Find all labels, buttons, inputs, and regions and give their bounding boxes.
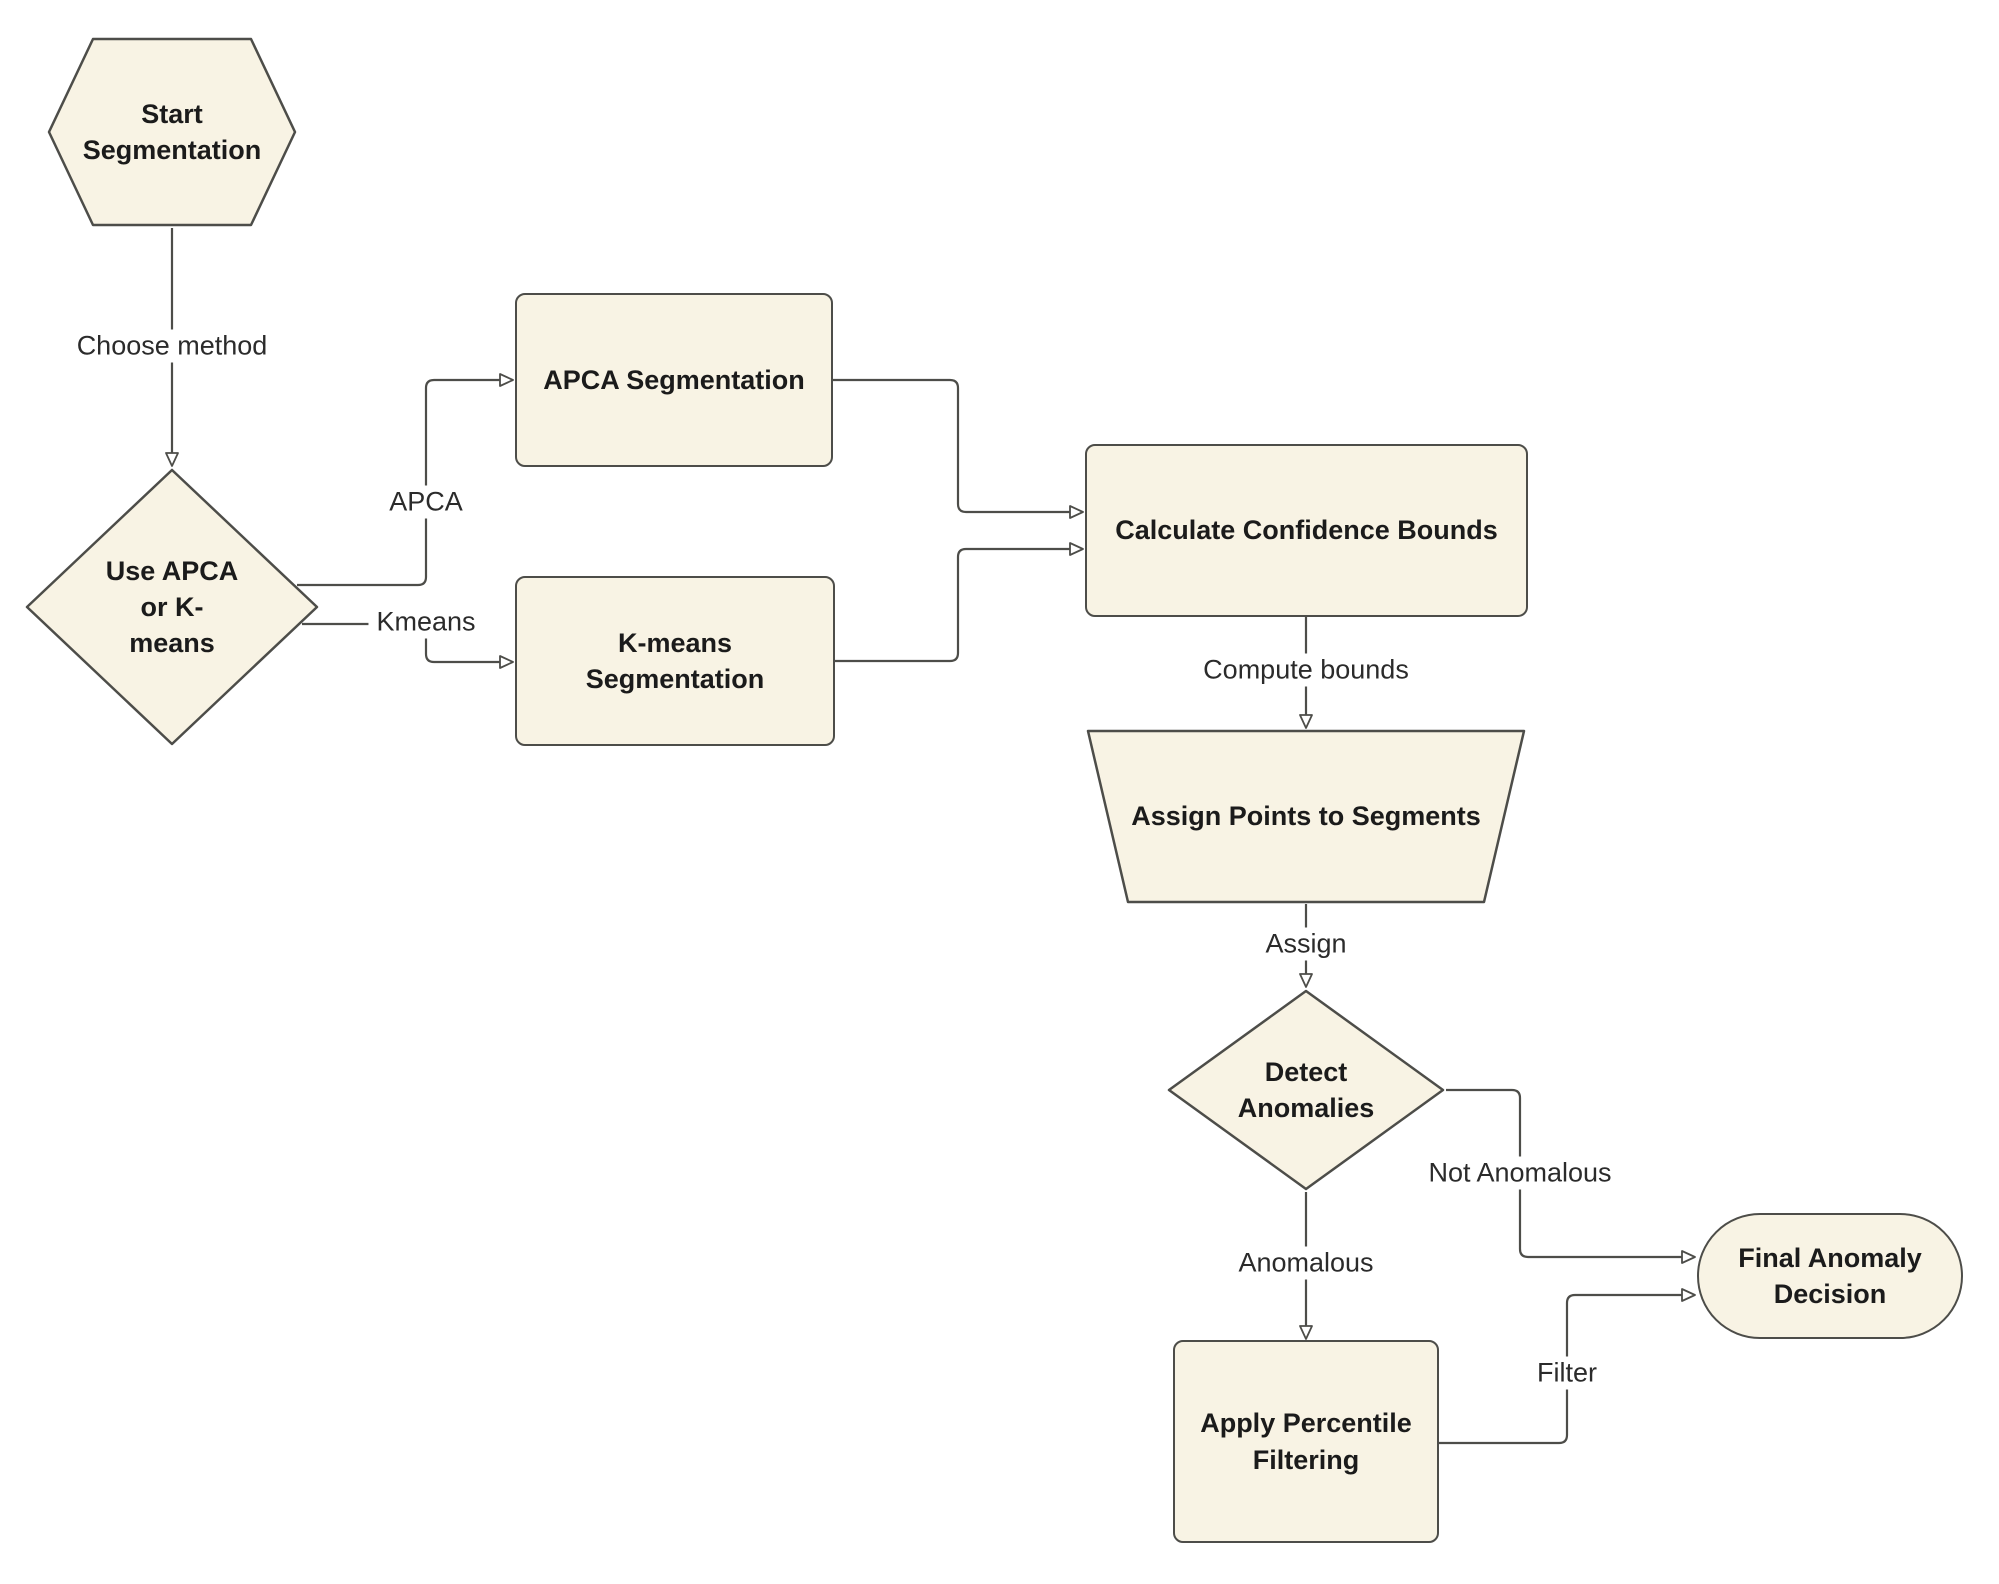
trapezoid-shape — [1086, 729, 1526, 904]
node-assign-points-to-segments: Assign Points to Segments — [1085, 729, 1527, 904]
node-label: Use APCA or K- means — [105, 555, 239, 659]
node-start-segmentation: Start Segmentation — [47, 36, 297, 228]
edge-label-not-anomalous: Not Anomalous — [1420, 1156, 1620, 1190]
edge-label-assign: Assign — [1257, 927, 1355, 961]
edge-apca-seg-to-calc — [833, 378, 1084, 519]
node-label: Apply Percentile Filtering — [1200, 1408, 1412, 1475]
node-apca-segmentation: APCA Segmentation — [515, 293, 833, 467]
hexagon-shape — [47, 37, 297, 227]
node-apply-percentile-filtering: Apply Percentile Filtering — [1173, 1340, 1439, 1543]
diamond-shape — [25, 468, 319, 746]
node-use-apca-or-kmeans: Use APCA or K- means — [24, 467, 320, 747]
edge-choose-to-apca-seg — [297, 373, 514, 587]
node-label: APCA Segmentation — [543, 364, 805, 395]
node-label: K-means Segmentation — [585, 627, 765, 694]
node-label: Start Segmentation — [82, 98, 262, 165]
edge-label-anomalous: Anomalous — [1230, 1246, 1382, 1280]
edge-label-apca: APCA — [381, 485, 471, 519]
edge-label-kmeans: Kmeans — [368, 605, 484, 639]
edge-label-choose-method: Choose method — [68, 329, 276, 363]
node-label: Assign Points to Segments — [1131, 801, 1481, 832]
node-label: Final Anomaly Decision — [1738, 1242, 1922, 1309]
edge-label-filter: Filter — [1529, 1356, 1605, 1390]
edge-kmeans-seg-to-calc — [835, 542, 1084, 663]
node-kmeans-segmentation: K-means Segmentation — [515, 576, 835, 746]
edge-label-compute-bounds: Compute bounds — [1195, 653, 1417, 687]
node-detect-anomalies: Detect Anomalies — [1166, 988, 1446, 1192]
node-final-anomaly-decision: Final Anomaly Decision — [1697, 1213, 1963, 1339]
node-label: Calculate Confidence Bounds — [1115, 515, 1498, 546]
node-calculate-confidence-bounds: Calculate Confidence Bounds — [1085, 444, 1528, 617]
diamond-shape — [1167, 989, 1445, 1191]
node-label: Detect Anomalies — [1237, 1056, 1375, 1123]
